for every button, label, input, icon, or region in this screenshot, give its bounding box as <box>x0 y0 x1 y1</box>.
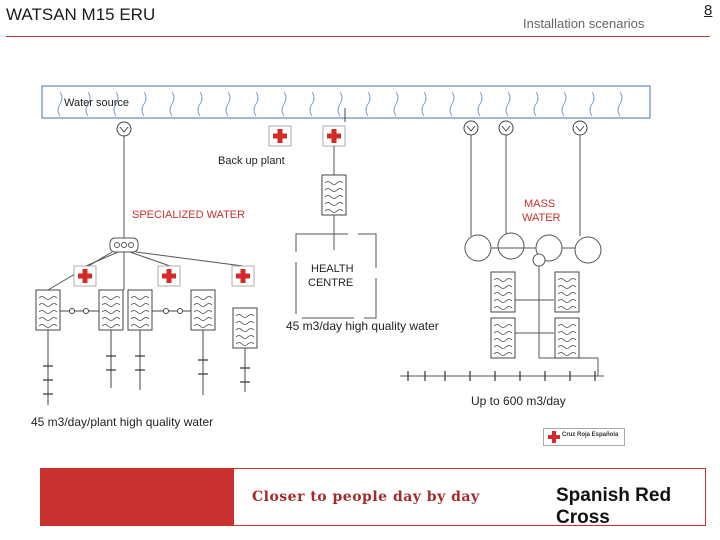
banner-brand: Spanish Red Cross <box>556 485 672 528</box>
mini-logo-text: Cruz Roja Española <box>562 432 619 438</box>
mass-water-tanks <box>490 271 580 359</box>
intake-pumps <box>116 108 588 137</box>
health-centre-label-line2: CENTRE <box>308 277 354 289</box>
health-centre-capacity: 45 m3/day high quality water <box>286 319 439 333</box>
health-centre-network <box>295 146 377 319</box>
bottom-banner: Closer to people day by day Spanish Red … <box>40 468 706 528</box>
header-divider <box>6 36 710 37</box>
specialized-cross-1-icon <box>73 265 97 287</box>
banner-brand-panel: Spanish Red Cross <box>500 469 705 528</box>
specialized-water-label: SPECIALIZED WATER <box>132 209 246 221</box>
mass-water-capacity: Up to 600 m3/day <box>471 394 566 408</box>
banner-tagline: Closer to people day by day <box>252 489 480 505</box>
specialized-capacity: 45 m3/day/plant high quality water <box>31 415 214 429</box>
mass-water-label-line2: WATER <box>522 212 561 224</box>
backup-plant-label: Back up plant <box>218 155 285 167</box>
water-source-label: Water source <box>64 97 130 109</box>
page-number: 8 <box>704 2 713 19</box>
mass-water-taps <box>407 371 596 381</box>
banner-red-panel <box>41 469 234 525</box>
banner-tagline-panel: Closer to people day by day <box>234 469 500 525</box>
health-centre-label-line1: HEALTH <box>311 263 354 275</box>
specialized-distribution <box>47 308 246 405</box>
backup-plant-cross-icon <box>268 125 292 147</box>
specialized-cross-2-icon <box>157 265 181 287</box>
water-source-river <box>41 85 651 119</box>
specialized-tanks <box>35 289 258 349</box>
mini-cross-icon <box>548 431 560 443</box>
mass-water-label-line1: MASS <box>524 198 556 210</box>
cruz-roja-mini-logo: Cruz Roja Española <box>543 428 625 446</box>
specialized-taps <box>42 355 251 395</box>
health-centre-cross-icon <box>322 125 346 147</box>
slide-subtitle: Installation scenarios <box>523 16 645 31</box>
specialized-cross-3-icon <box>231 265 255 287</box>
mass-water-network <box>400 135 604 377</box>
slide-title: WATSAN M15 ERU <box>6 5 156 24</box>
